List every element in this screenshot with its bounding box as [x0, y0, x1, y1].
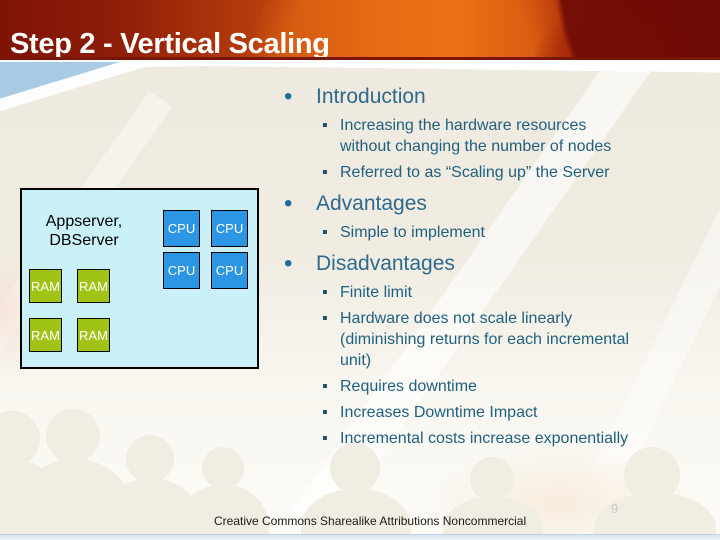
license-footer: Creative Commons Sharealike Attributions…	[214, 514, 527, 528]
title-swirl-decoration	[250, 0, 570, 57]
cpu-box: CPU	[211, 210, 248, 247]
crowd-silhouettes	[0, 389, 720, 534]
bullet-item: ▪ Incremental costs increase exponentiall…	[278, 428, 718, 449]
bullet-item-text: Hardware does not scale linearly (dimini…	[340, 310, 630, 369]
bullet-item-text: Increases Downtime Impact	[340, 404, 538, 421]
bullet-item: ▪ Referred to as “Scaling up” the Server	[278, 162, 718, 183]
outline-section-heading-row: • Advantages	[278, 191, 718, 217]
square-bullet-icon: ▪	[322, 310, 328, 327]
title-underline	[0, 57, 720, 60]
bullet-item-text: Incremental costs increase exponentially	[340, 430, 629, 447]
bullet-item: ▪ Hardware does not scale linearly (dimin…	[278, 308, 718, 371]
ram-box: RAM	[77, 269, 110, 303]
section-heading: Disadvantages	[316, 252, 455, 275]
square-bullet-icon: ▪	[322, 164, 328, 181]
bullet-item-text: Requires downtime	[340, 378, 477, 395]
square-bullet-icon: ▪	[322, 224, 328, 241]
page-number: 9	[611, 501, 619, 516]
cpu-box: CPU	[163, 252, 200, 289]
ram-box: RAM	[29, 269, 62, 303]
circle-bullet-icon: •	[284, 190, 293, 217]
square-bullet-icon: ▪	[322, 430, 328, 447]
server-label: Appserver, DBServer	[28, 212, 140, 250]
bullet-item: ▪ Requires downtime	[278, 376, 718, 397]
circle-bullet-icon: •	[284, 83, 293, 110]
title-swirl-decoration	[530, 0, 720, 57]
outline-section-heading-row: • Disadvantages	[278, 251, 718, 277]
ram-box: RAM	[77, 318, 110, 352]
square-bullet-icon: ▪	[322, 117, 328, 134]
outline-section-heading-row: • Introduction	[278, 84, 718, 110]
bullet-item: ▪ Increases Downtime Impact	[278, 402, 718, 423]
content-outline: • Introduction ▪ Increasing the hardware re…	[278, 84, 718, 449]
bottom-edge-strip	[0, 534, 720, 540]
bullet-item-text: Increasing the hardware resources withou…	[340, 117, 612, 155]
ram-box: RAM	[29, 318, 62, 352]
bullet-item: ▪ Increasing the hardware resources witho…	[278, 115, 718, 157]
section-heading: Advantages	[316, 192, 427, 215]
circle-bullet-icon: •	[284, 250, 293, 277]
square-bullet-icon: ▪	[322, 404, 328, 421]
cpu-box: CPU	[211, 252, 248, 289]
slide-title: Step 2 - Vertical Scaling	[10, 28, 330, 57]
cpu-box: CPU	[163, 210, 200, 247]
server-label-line1: Appserver,	[45, 213, 123, 230]
section-heading: Introduction	[316, 85, 426, 108]
bullet-item-text: Referred to as “Scaling up” the Server	[340, 164, 610, 181]
bullet-item-text: Simple to implement	[340, 224, 485, 241]
bullet-item: ▪ Simple to implement	[278, 222, 718, 243]
title-bar: Step 2 - Vertical Scaling	[0, 0, 720, 57]
server-label-line2: DBServer	[49, 232, 119, 249]
square-bullet-icon: ▪	[322, 378, 328, 395]
bullet-item-text: Finite limit	[340, 284, 413, 301]
square-bullet-icon: ▪	[322, 284, 328, 301]
bullet-item: ▪ Finite limit	[278, 282, 718, 303]
server-diagram: Appserver, DBServer CPU CPU CPU CPU RAM …	[20, 188, 259, 369]
